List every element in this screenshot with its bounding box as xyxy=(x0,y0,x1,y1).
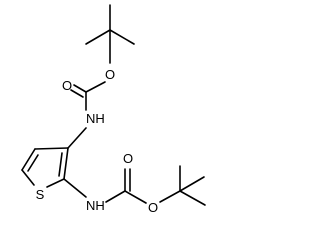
atom-o-carbonyl-bottom: O xyxy=(123,151,133,166)
thiophene-ring: S xyxy=(21,127,87,202)
bond-carbonyl-top-b xyxy=(70,89,84,98)
carbamate-top: O O NH xyxy=(62,67,115,126)
bond-o-tbu-bottom xyxy=(159,190,181,203)
bond-ring-c4-c5 xyxy=(21,148,36,171)
bond-ring-s-c2 xyxy=(46,178,65,188)
bond-ring-c3-c2-inner xyxy=(58,152,63,177)
carbamate-bottom: NH O O xyxy=(63,151,181,215)
bond-tbu-top-3 xyxy=(109,29,135,45)
bond-tbu-bottom-3 xyxy=(179,190,206,206)
bond-o-c-top xyxy=(85,81,106,93)
tert-butyl-bottom xyxy=(179,165,206,206)
bond-carbonyl-top-a xyxy=(73,84,87,93)
bond-ring-c3-c2 xyxy=(63,147,69,180)
bond-ring-c3-c4 xyxy=(34,147,69,150)
bond-tbu-bottom-2 xyxy=(179,176,205,192)
tert-butyl-top xyxy=(85,4,135,64)
atom-s-ring: S xyxy=(36,187,45,202)
atom-o-carbonyl-top: O xyxy=(62,78,72,93)
atom-o-ether-top: O xyxy=(105,67,115,82)
bond-n-c-bottom xyxy=(105,190,126,203)
structure-diagram: O O NH S NH O O xyxy=(21,4,206,215)
bond-tbu-top-2 xyxy=(85,29,111,45)
bond-ring-c4-c5-inner xyxy=(27,154,39,172)
bond-n-ring-top xyxy=(67,127,87,149)
atom-nh-top: NH xyxy=(86,111,105,126)
bond-ring-n-bottom xyxy=(63,178,87,198)
bond-c-o-bottom xyxy=(124,190,147,204)
bond-ring-c5-s xyxy=(21,169,35,186)
atom-nh-bottom: NH xyxy=(86,198,105,213)
atom-o-ether-bottom: O xyxy=(148,200,158,215)
